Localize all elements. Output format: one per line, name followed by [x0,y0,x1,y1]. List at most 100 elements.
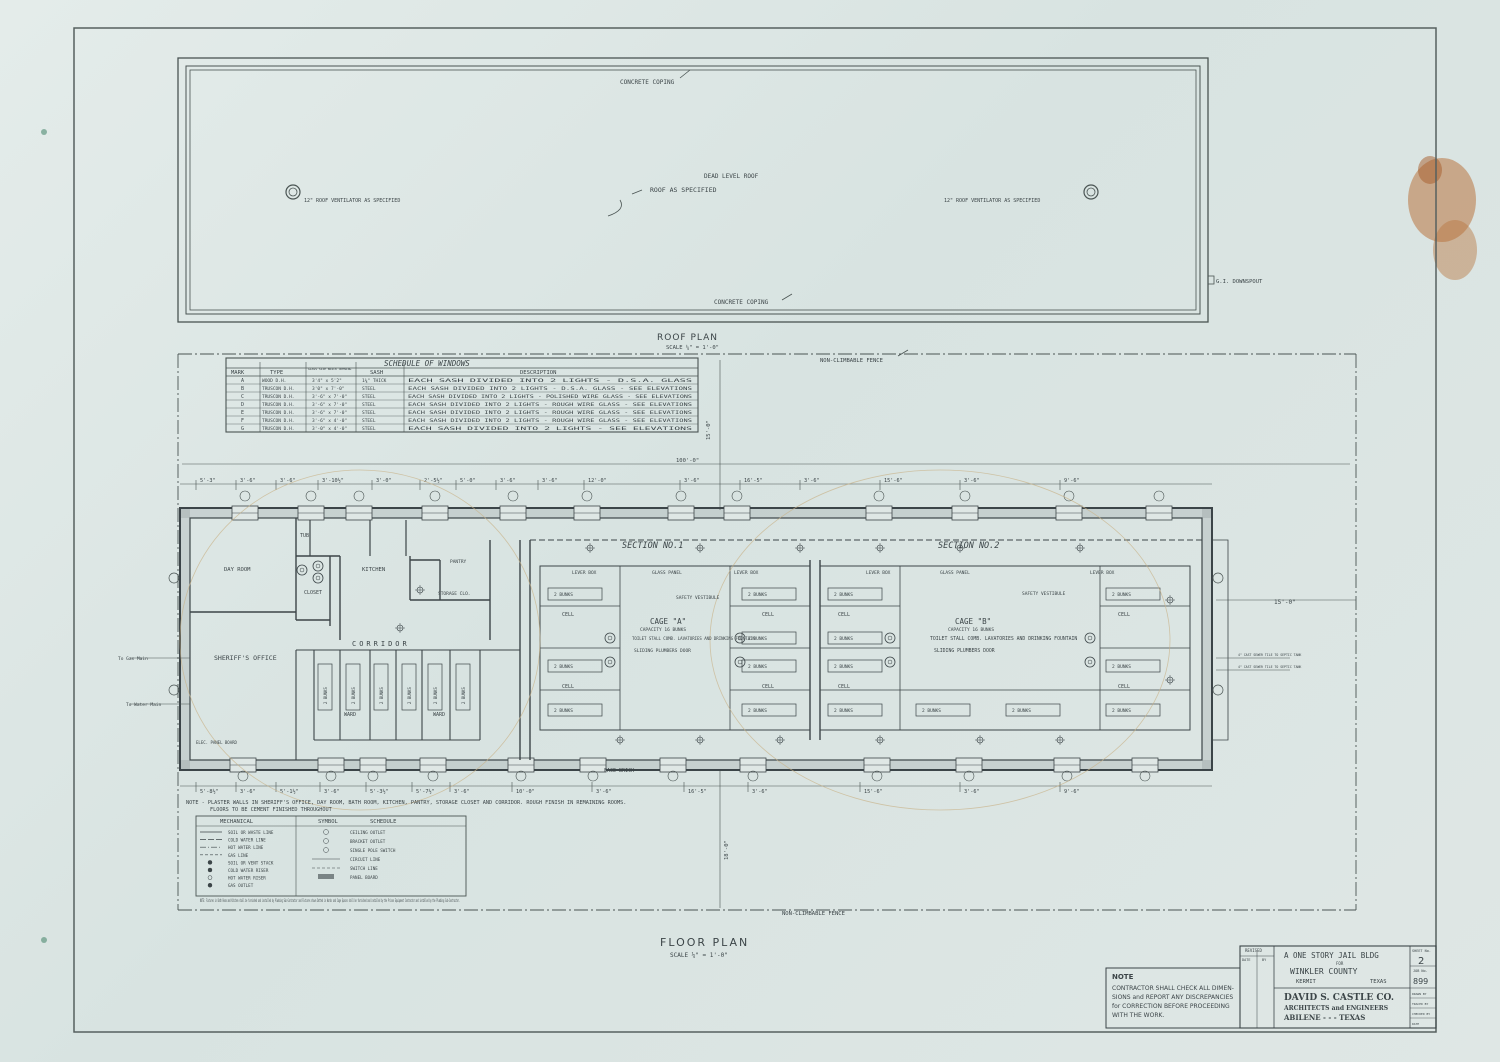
bottom-dim-label: 10'-0" [516,789,535,795]
ward-bunk-label: 2 BUNKS [351,687,356,704]
notice-line-4: WITH THE WORK. [1112,1012,1164,1019]
top-dim-label: 3'-6" [964,478,980,484]
legend-mech-title: MECHANICAL [220,819,254,825]
ward-bunk-box [345,663,361,711]
cell-label-1: CELL [562,612,574,618]
schedule-cell-desc: EACH SASH DIVIDED INTO 2 LIGHTS - D.S.A.… [408,386,693,391]
ceiling-outlet-cross [875,735,885,745]
cage-b-fixtures: TOILET STALL COMB. LAVATORIES AND DRINKI… [930,636,1077,642]
sewer-label-2: 4" CAST SEWER TILE TO SEPTIC TANK [1238,665,1301,669]
bunk-box [741,659,797,673]
cell-label-5: CELL [838,612,850,618]
pantry-label: PANTRY [450,559,467,565]
ceiling-outlet-cross [975,735,985,745]
bottom-dim-label: 3'-6" [240,789,256,795]
fixture-inner-icon [315,575,321,581]
fence: NON-CLIMBABLE FENCE NON-CLIMBABLE FENCE … [177,349,1357,917]
ceiling-outlet-cross [1075,543,1085,553]
window-mark-icon [325,770,337,782]
tb-traced: TRACED BY [1412,1002,1428,1006]
schedule-cell-mark: D [241,402,244,408]
ceiling-outlet-cross [875,543,885,553]
ward-bunk-label: 2 BUNKS [323,687,328,704]
bunk-label: 2 BUNKS [748,708,767,714]
fixture-inner-icon [887,659,893,665]
window-mark-icon [239,490,251,502]
tb-job-label: JOB No. [1413,969,1428,973]
day-room-label: DAY ROOM [224,567,251,573]
legend-mech-item: SOIL OR WASTE LINE [228,830,274,835]
cell-label-3: CELL [762,612,774,618]
legend-elec-item: CIRCUIT LINE [350,857,381,862]
legend-electrical: CEILING OUTLET BRACKET OUTLET SINGLE POLE … [312,829,396,880]
notice-title: NOTE [1112,973,1134,981]
plumbing-fixtures [296,543,1175,745]
legend-elec-item: CEILING OUTLET [350,830,386,835]
legend-elec-item: SINGLE POLE SWITCH [350,848,396,853]
schedule-header-sash: SASH [370,370,383,376]
legend-mech-item: GAS LINE [228,853,249,858]
side-15-right-dim: 15'-0" [1274,599,1296,606]
fixture-icon [884,656,896,668]
tub-label: TUB [300,533,309,539]
lever-box-4: LEVER BOX [1090,570,1115,576]
fixture-inner-icon [1087,635,1093,641]
bunk-box [547,703,603,717]
top-dim-label: 9'-6" [1064,478,1080,484]
legend-dot-sample [207,860,213,865]
top-dim-label: 3'-6" [500,478,516,484]
legend-dot-sample [207,875,213,880]
fixture-icon [312,560,324,572]
window-mark-icon [667,770,679,782]
legend-elec-item: BRACKET OUTLET [350,839,386,844]
window-mark-icon [963,770,975,782]
schedule-cell-desc: EACH SASH DIVIDED INTO 2 LIGHTS - D.S.A.… [408,378,694,383]
schedule-header-desc: DESCRIPTION [520,370,556,376]
top-dim-label: 5'-0" [460,478,476,484]
legend-elec-symbol [323,838,329,844]
top-dim-label: 5'-3" [200,478,216,484]
top-dim-label: 2'-5½" [424,477,443,484]
roof-vent-left-label: 12" ROOF VENTILATOR AS SPECIFIED [304,198,400,204]
ceiling-outlet-cross [775,735,785,745]
ceiling-outlet-cross [1055,735,1065,745]
cell-label-8: CELL [1118,684,1130,690]
bunk-box [1005,703,1061,717]
bunk-box [1105,703,1161,717]
ceiling-outlet-cross [695,735,705,745]
bunk-label: 2 BUNKS [1112,664,1131,670]
schedule-cell-size: 3'-6" x 7'-0" [312,394,347,400]
fixture-note: NOTE: Fixtures in Bath Room and Kitchen … [200,898,460,903]
ward-bunk-label: 2 BUNKS [433,687,438,704]
bunk-label: 2 BUNKS [1012,708,1031,714]
schedule-cell-sash: 1⅜" THICK [362,377,387,384]
bunk-box [827,659,883,673]
tb-sheet-label: SHEET No. [1412,949,1431,953]
lever-box-3: LEVER BOX [866,570,891,576]
floor-plan-title: FLOOR PLAN [660,936,749,949]
tb-city: KERMIT [1296,979,1317,985]
schedule-cell-type: TRUSCON D.H. [262,394,295,400]
window-mark-icon [429,490,441,502]
bottom-dim-label: 3'-6" [454,789,470,795]
schedule-cell-type: TRUSCON D.H. [262,418,295,424]
bunk-box [827,587,883,601]
window-mark-icon [367,770,379,782]
top-dim-label: 3'-6" [240,478,256,484]
roof-plan-title: ROOF PLAN [657,333,718,343]
top-dim-label: 3'-6" [804,478,820,484]
legend-dot-sample [207,867,213,873]
fixture-icon [734,632,746,644]
schedule-title: SCHEDULE OF WINDOWS [384,359,470,368]
bottom-dimensions: 5'-8½"3'-6"5'-1½"3'-6"5'-3½"5'-7½"3'-6"1… [195,782,1080,795]
fixture-inner-icon [607,635,613,641]
fixture-inner-icon [315,563,321,569]
cell-label-7: CELL [1118,612,1130,618]
roof-spec: ROOF AS SPECIFIED [650,186,717,194]
roof-coping-top: CONCRETE COPING [620,79,675,86]
roof-plan: CONCRETE COPING CONCRETE COPING DEAD LEV… [177,57,1263,351]
ward-label-2: WARD [433,712,445,718]
cage-a-fixtures: TOILET STALL COMB. LAVATORIES AND DRINKI… [632,636,755,641]
